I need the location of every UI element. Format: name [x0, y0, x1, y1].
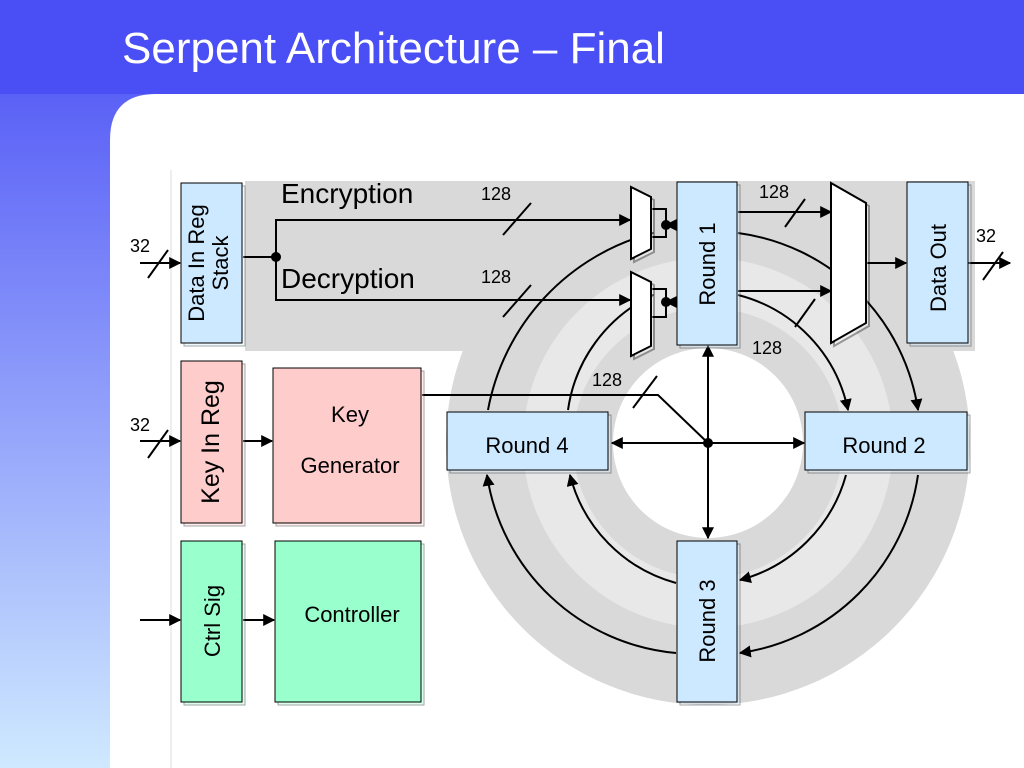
bus-width-data-in: 32 — [130, 236, 150, 256]
key-in-reg-label: Key In Reg — [197, 380, 225, 504]
round2-box — [804, 411, 968, 471]
bus-width-decryption: 128 — [481, 267, 511, 287]
controller-label: Controller — [304, 602, 399, 627]
arc-round1-to-round2-inner — [737, 294, 852, 412]
arc-round4-to-round1-outer — [487, 229, 655, 411]
bus-width-key-in: 32 — [130, 415, 150, 435]
junction-dot — [661, 220, 671, 230]
bus-width-encryption: 128 — [481, 184, 511, 204]
arc-round2-to-round3-inner — [738, 474, 847, 584]
arc-round3-to-round4-outer — [482, 473, 677, 654]
ctrl-sig-label: Ctrl Sig — [200, 585, 225, 657]
data-in-reg-box — [180, 182, 243, 344]
decryption-label: Decryption — [281, 263, 415, 294]
data-out-box — [906, 181, 969, 344]
key-in-reg-box — [180, 360, 243, 524]
key-generator-label-line1: Key — [331, 402, 369, 427]
encryption-label: Encryption — [281, 178, 413, 209]
round1-box — [676, 181, 738, 346]
round4-label: Round 4 — [485, 433, 568, 458]
arc-round2-to-round3-outer — [738, 474, 919, 658]
slide-title: Serpent Architecture – Final — [122, 24, 665, 73]
bus-slash — [784, 198, 806, 228]
junction-dot — [661, 297, 671, 307]
wire-encryption — [275, 214, 632, 257]
bus-slash — [632, 375, 658, 409]
key-generator-label-line2: Generator — [300, 453, 399, 478]
arc-round3-to-round4-inner — [566, 473, 677, 584]
data-in-reg-stack-label: Stack — [208, 234, 233, 290]
junction-dot — [703, 438, 713, 448]
round3-label: Round 3 — [695, 579, 720, 662]
bus-width-round1-lower: 128 — [752, 338, 782, 358]
bus-slash — [502, 284, 532, 318]
ctrl-sig-box — [180, 540, 243, 703]
bus-width-key-bus: 128 — [592, 370, 622, 390]
data-in-reg-label: Data In Reg — [184, 204, 209, 321]
bus-slash — [147, 429, 169, 459]
data-out-label: Data Out — [926, 224, 951, 312]
decryption-mux — [630, 270, 652, 358]
bus-width-data-out: 32 — [976, 226, 996, 246]
round4-box — [446, 411, 609, 471]
wire-decryption — [275, 257, 632, 306]
round1-label: Round 1 — [695, 222, 720, 305]
bus-width-round1-out: 128 — [759, 182, 789, 202]
round3-box — [676, 540, 738, 703]
output-mux — [830, 181, 867, 345]
bus-slash — [502, 202, 532, 236]
controller-box — [274, 540, 422, 703]
junction-dot — [271, 252, 281, 262]
wire-key-bus — [422, 394, 709, 444]
bus-slash — [147, 249, 169, 279]
round2-label: Round 2 — [842, 433, 925, 458]
key-generator-box — [272, 367, 422, 524]
bus-slash — [982, 251, 1004, 281]
encryption-mux — [630, 185, 652, 261]
bus-slash — [794, 298, 816, 328]
